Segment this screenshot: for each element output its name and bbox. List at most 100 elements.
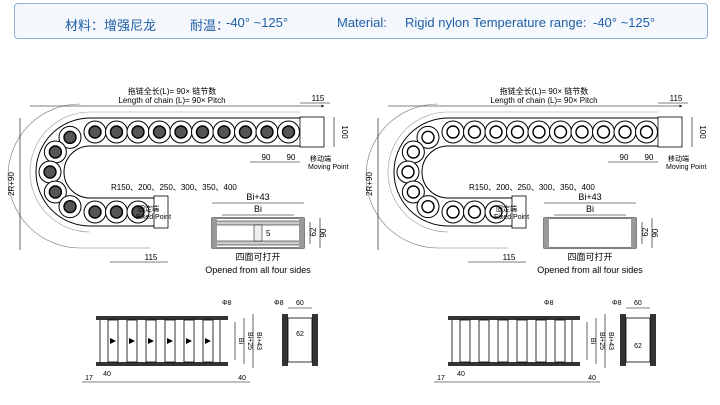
chain-link-pin <box>639 125 654 139</box>
chain-link-pin <box>109 205 124 219</box>
plan-slat-arrow <box>129 338 135 344</box>
left-radius: R150、200、250、300、350、400 <box>111 183 237 192</box>
right-phi8b: Φ8 <box>612 300 622 307</box>
chain-link-pin <box>421 199 435 214</box>
left-fixed-bracket <box>153 195 169 229</box>
chain-link-pin <box>489 125 503 139</box>
right-bi25: Bi+25 <box>598 332 605 350</box>
left-section-divider <box>253 224 263 242</box>
chain-link-pin <box>109 125 124 139</box>
right-bi43v: Bi+43 <box>607 332 614 350</box>
right-90a: 90 <box>620 153 629 162</box>
chain-link-pin <box>63 199 77 214</box>
left-bi: Bi <box>254 204 262 214</box>
right-assembly: 拖链全长(L)= 90× 链节数 Length of chain (L)= 90… <box>365 86 707 383</box>
chain-link-pin <box>446 125 460 139</box>
left-40a: 40 <box>103 371 111 378</box>
right-bi-v: Bi <box>589 338 596 345</box>
left-moving-en: Moving Point <box>308 164 349 171</box>
left-90c: 90 <box>319 228 328 237</box>
chain-link-pin <box>467 205 482 219</box>
chain-link-pin <box>510 125 525 139</box>
left-17: 17 <box>85 375 93 382</box>
chain-link-pin <box>131 205 145 219</box>
plan-slat <box>497 319 509 363</box>
plan-slat-arrow <box>167 338 173 344</box>
chain-link-pin <box>238 125 253 139</box>
chain-link-pin <box>532 125 546 139</box>
left-outer-arc <box>7 103 150 249</box>
right-open-cn: 四面可打开 <box>567 251 612 262</box>
spec-banner: 材料：增强尼龙 耐温： -40° ~125° Material: Rigid n… <box>14 3 708 39</box>
left-fixed-cn: 固定端 <box>138 204 159 213</box>
left-bi25: Bi+25 <box>246 332 253 350</box>
en-material-label: Material: <box>337 15 387 30</box>
left-section-side-r <box>299 218 304 248</box>
chain-link-pin <box>575 125 589 139</box>
chain-link-pin <box>195 125 210 139</box>
left-bi43: Bi+43 <box>246 192 269 202</box>
left-bi-v: Bi <box>237 338 244 345</box>
plan-slat <box>459 319 471 363</box>
right-phi8a: Φ8 <box>544 300 554 307</box>
left-phi8b: Φ8 <box>274 300 284 307</box>
chain-link-pin <box>48 145 63 159</box>
chain-link-pin <box>88 205 102 219</box>
chain-link-pin <box>260 125 274 139</box>
right-plan-view: Φ8 Bi Bi+25 Bi+43 17 40 40 <box>434 300 614 383</box>
plan-slat-arrow <box>205 338 211 344</box>
left-62b: 62 <box>296 331 304 338</box>
chain-link-pin <box>152 125 167 139</box>
plan-slat-arrow <box>148 338 154 344</box>
right-fixed-bracket <box>511 195 527 229</box>
left-40b: 40 <box>238 375 246 382</box>
left-60: 60 <box>296 300 304 307</box>
right-40a: 40 <box>457 371 465 378</box>
right-chain <box>387 111 658 233</box>
right-section <box>543 217 637 249</box>
plan-slat <box>516 319 528 363</box>
left-chain-links <box>38 120 300 224</box>
left-chain <box>29 111 300 233</box>
left-open-en: Opened from all four sides <box>205 265 311 275</box>
chain-link-pin <box>217 125 231 139</box>
left-62: 62 <box>309 227 318 236</box>
chain-link-pin <box>406 145 421 159</box>
cn-material: 材料：增强尼龙 <box>65 18 157 33</box>
cn-temp-value: -40° ~125° <box>226 15 289 30</box>
left-section-top-bar <box>215 220 301 226</box>
chain-link-pin <box>48 185 63 199</box>
right-115-bottom: 115 <box>503 253 516 262</box>
left-side-view: Φ8 60 62 <box>274 300 318 366</box>
chain-link-pin <box>406 185 421 199</box>
chain-link-pin <box>596 125 611 139</box>
chain-link-pin <box>43 165 57 179</box>
left-section-bottom-bar <box>215 240 301 246</box>
chain-link-pin <box>618 125 632 139</box>
right-plan-slats <box>459 319 566 363</box>
left-open-cn: 四面可打开 <box>235 251 280 262</box>
en-material-value: Rigid nylon <box>405 15 470 30</box>
plan-slat <box>535 319 547 363</box>
left-fixed-en: Fixed Point <box>136 214 171 221</box>
left-plan-rail-top <box>96 316 228 320</box>
en-temp-value: -40° ~125° <box>593 15 656 30</box>
left-plan-view: Φ8 Bi Bi+25 Bi+43 17 40 40 <box>82 300 262 383</box>
cn-temp-label: 耐温： <box>190 18 230 33</box>
left-phi8a: Φ8 <box>222 300 232 307</box>
chain-link-pin <box>553 125 568 139</box>
right-side-view: Φ8 60 62 <box>612 300 656 366</box>
plan-slat <box>554 319 566 363</box>
right-fixed-cn: 固定端 <box>496 204 517 213</box>
left-chain-len-cn: 拖链全长(L)= 90× 链节数 <box>128 86 216 96</box>
left-plan-rail-bottom <box>96 362 228 366</box>
right-115-top: 115 <box>670 94 683 103</box>
right-90b: 90 <box>645 153 654 162</box>
plan-slat <box>478 319 490 363</box>
left-115-top: 115 <box>312 94 325 103</box>
left-plan-slats <box>107 319 214 363</box>
right-bi43: Bi+43 <box>578 192 601 202</box>
left-90a: 90 <box>262 153 271 162</box>
left-chain-len-en: Length of chain (L)= 90× Pitch <box>118 96 225 105</box>
